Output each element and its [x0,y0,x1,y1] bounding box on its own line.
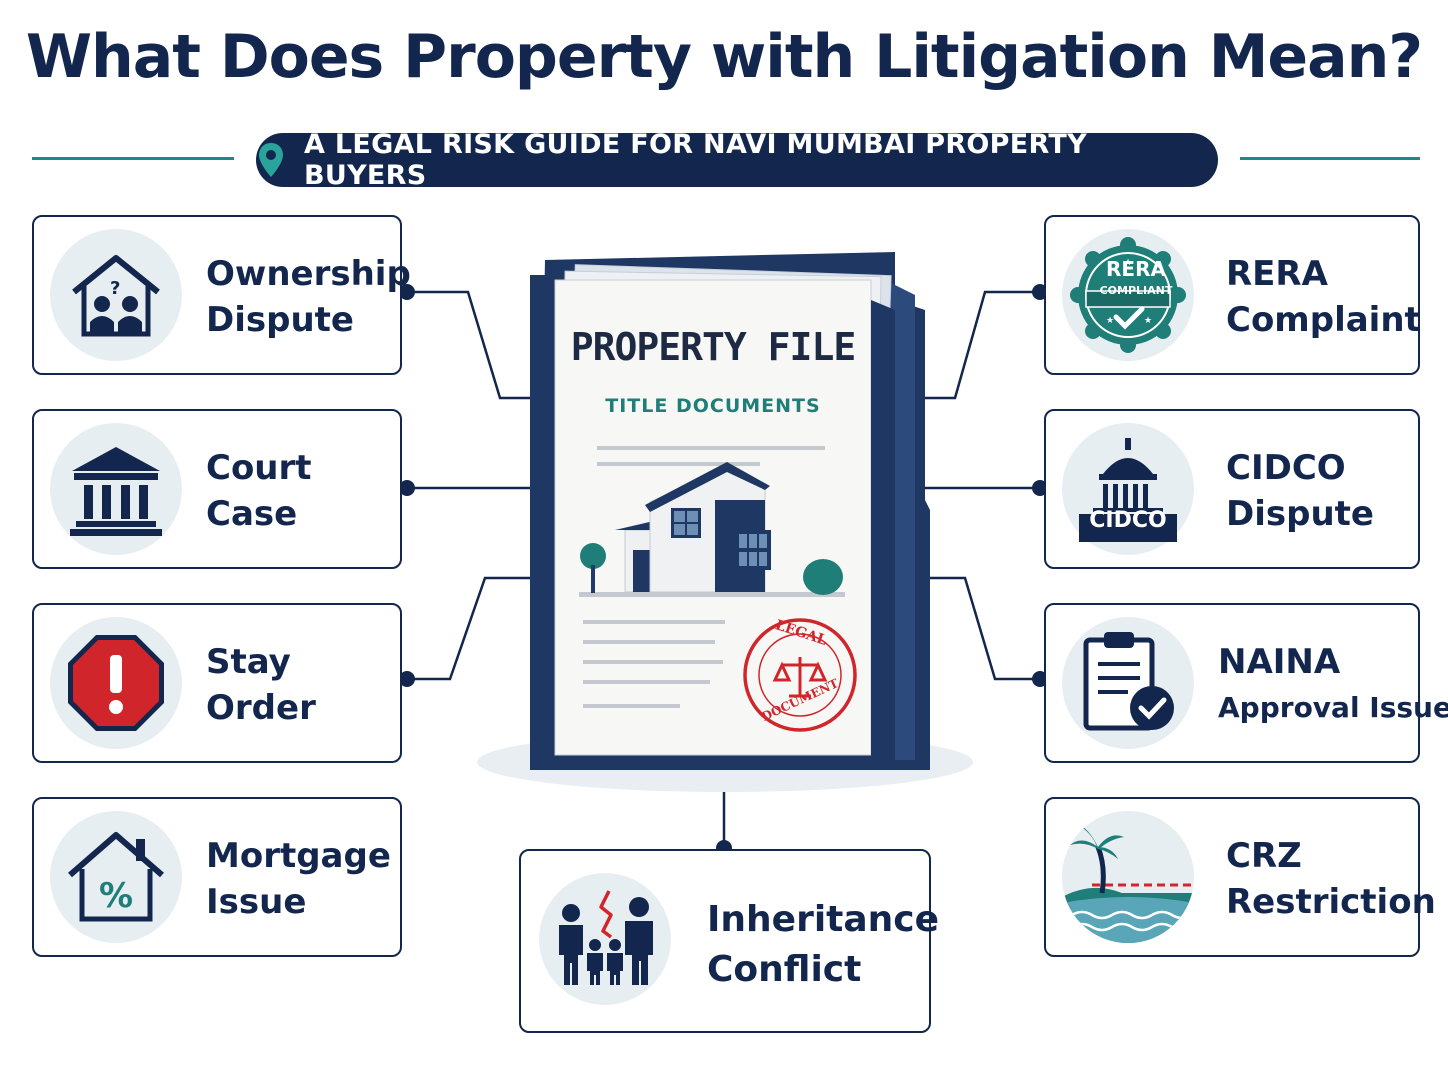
house-question-icon: ? [50,229,182,361]
rera-badge-icon: ★ ★ ★ [1062,229,1194,361]
clipboard-check-icon [1062,617,1194,749]
file-subtitle: TITLE DOCUMENTS [605,395,821,417]
page-title: What Does Property with Litigation Mean? [25,22,1423,92]
location-pin-icon [258,143,283,177]
left-divider [32,157,234,160]
svg-text:★: ★ [1106,315,1114,325]
courthouse-icon [50,423,182,555]
palm-coast-icon [1062,811,1194,943]
svg-text:?: ? [110,278,120,299]
family-broken-icon [539,873,671,1005]
subtitle-banner: A LEGAL RISK GUIDE FOR NAVI MUMBAI PROPE… [256,129,1218,191]
svg-text:%: % [99,876,133,916]
subtitle-text: A LEGAL RISK GUIDE FOR NAVI MUMBAI PROPE… [303,129,1087,191]
svg-text:★: ★ [1124,257,1132,267]
property-file-folder [477,252,973,792]
right-divider [1240,157,1420,160]
rera-badge-top: RERA [1106,257,1166,281]
file-title: PROPERTY FILE [570,325,856,369]
rera-badge-bottom: COMPLIANT [1099,284,1173,297]
stop-sign-icon [50,617,182,749]
house-percent-icon: % [50,811,182,943]
cidco-building-icon [1062,423,1194,555]
svg-text:★: ★ [1144,315,1152,325]
cidco-badge-text: CIDCO [1089,508,1167,533]
